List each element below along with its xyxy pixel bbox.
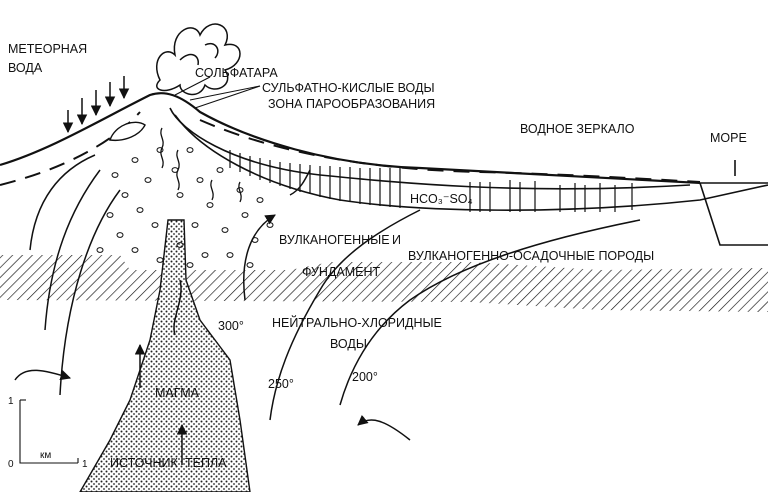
label-temp-300: 300° <box>218 319 244 333</box>
label-heat-source-2: ТЕПЛА <box>185 456 227 470</box>
scale-label-right: 1 <box>82 459 88 470</box>
label-temp-250: 250° <box>268 377 294 391</box>
label-neutral-chloride-2: ВОДЫ <box>330 337 367 351</box>
label-magma: МАГМА <box>155 386 200 400</box>
label-solfatara: СОЛЬФАТАРА <box>195 66 278 80</box>
label-vaporization-zone: ЗОНА ПАРООБРАЗОВАНИЯ <box>268 97 435 111</box>
label-volcanosedimentary: ВУЛКАНОГЕННО-ОСАДОЧНЫЕ ПОРОДЫ <box>408 249 654 263</box>
label-hco3-so4: HCO₃⁻SO₄ <box>410 192 473 206</box>
steam-squiggles <box>161 128 241 202</box>
circulation-flows <box>15 155 640 465</box>
label-volcanogenic: ВУЛКАНОГЕННЫЕ <box>279 233 390 247</box>
label-sulfate-acid-waters: СУЛЬФАТНО-КИСЛЫЕ ВОДЫ <box>262 81 435 95</box>
label-neutral-chloride-1: НЕЙТРАЛЬНО-ХЛОРИДНЫЕ <box>272 315 442 330</box>
label-sea: МОРЕ <box>710 131 747 145</box>
label-and: И <box>392 233 401 247</box>
volcano-surface <box>0 93 768 245</box>
label-temp-200: 200° <box>352 370 378 384</box>
scale-label-top: 1 <box>8 396 14 407</box>
scale-label-zero: 0 <box>8 459 14 470</box>
steam-plume <box>157 24 240 94</box>
label-basement: ФУНДАМЕНТ <box>302 265 380 279</box>
lens-body <box>110 122 145 140</box>
label-heat-source-1: ИСТОЧНИК <box>110 456 178 470</box>
scale-label-unit: км <box>40 450 51 461</box>
scale-bar: 1 0 1 км <box>8 396 88 470</box>
label-water-table: ВОДНОЕ ЗЕРКАЛО <box>520 122 635 136</box>
label-meteoric-water-2: ВОДА <box>8 61 43 75</box>
label-meteoric-water-1: МЕТЕОРНАЯ <box>8 42 87 56</box>
basement-layer <box>0 255 768 312</box>
